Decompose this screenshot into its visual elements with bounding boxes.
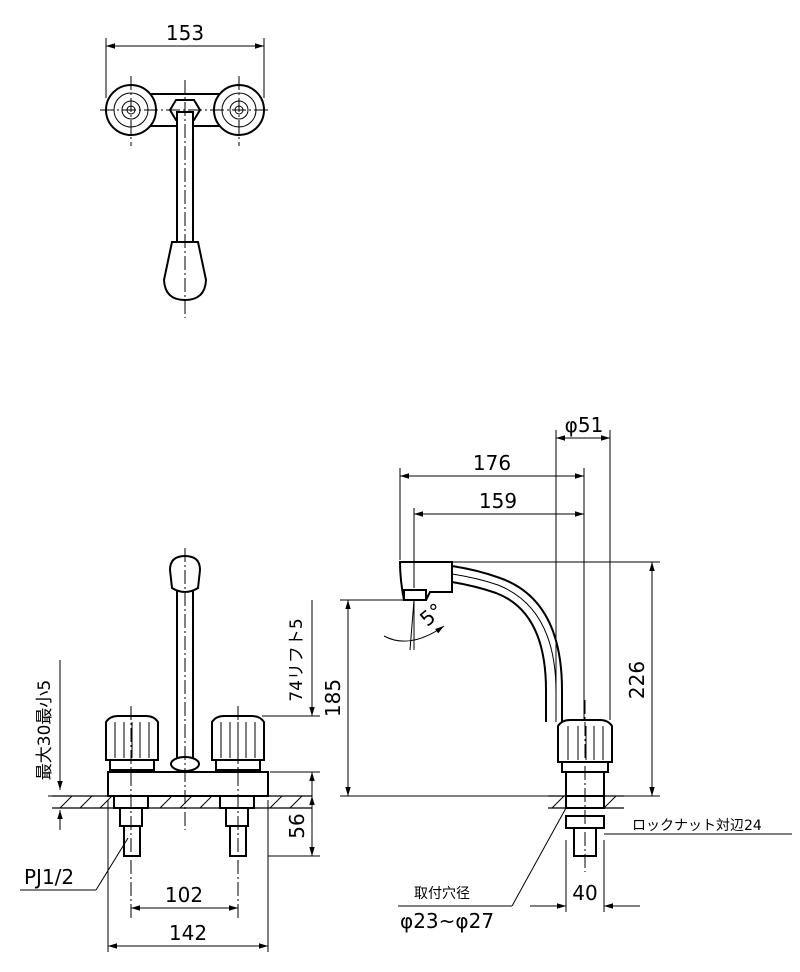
dim-142: 142 <box>169 921 207 945</box>
dim-226: 226 <box>625 661 649 699</box>
top-view: 153 <box>100 21 270 318</box>
dim-159: 159 <box>479 489 517 513</box>
mount-hole-label: 取付穴径 <box>414 886 470 902</box>
dim-lift: 74リフト5 <box>287 618 307 701</box>
dim-185: 185 <box>321 679 345 717</box>
dim-phi51: φ51 <box>565 413 604 437</box>
dim-max-min: 最大30最小5 <box>35 680 55 780</box>
front-view: 最大30最小5 74リフト5 56 185 102 142 PJ1/2 <box>20 548 560 952</box>
dim-102: 102 <box>165 883 203 907</box>
side-view: φ51 176 159 226 5° ロックナット対辺24 取付穴径 φ23~φ… <box>383 413 792 933</box>
lock-nut-label: ロックナット対辺24 <box>632 818 762 834</box>
left-handle-front <box>105 715 159 771</box>
top-width-dim: 153 <box>166 21 204 45</box>
thread-label: PJ1/2 <box>24 865 74 889</box>
dim-56: 56 <box>285 813 309 838</box>
mount-hole-value: φ23~φ27 <box>400 909 494 933</box>
dim-176: 176 <box>473 451 511 475</box>
dim-40: 40 <box>572 881 597 905</box>
